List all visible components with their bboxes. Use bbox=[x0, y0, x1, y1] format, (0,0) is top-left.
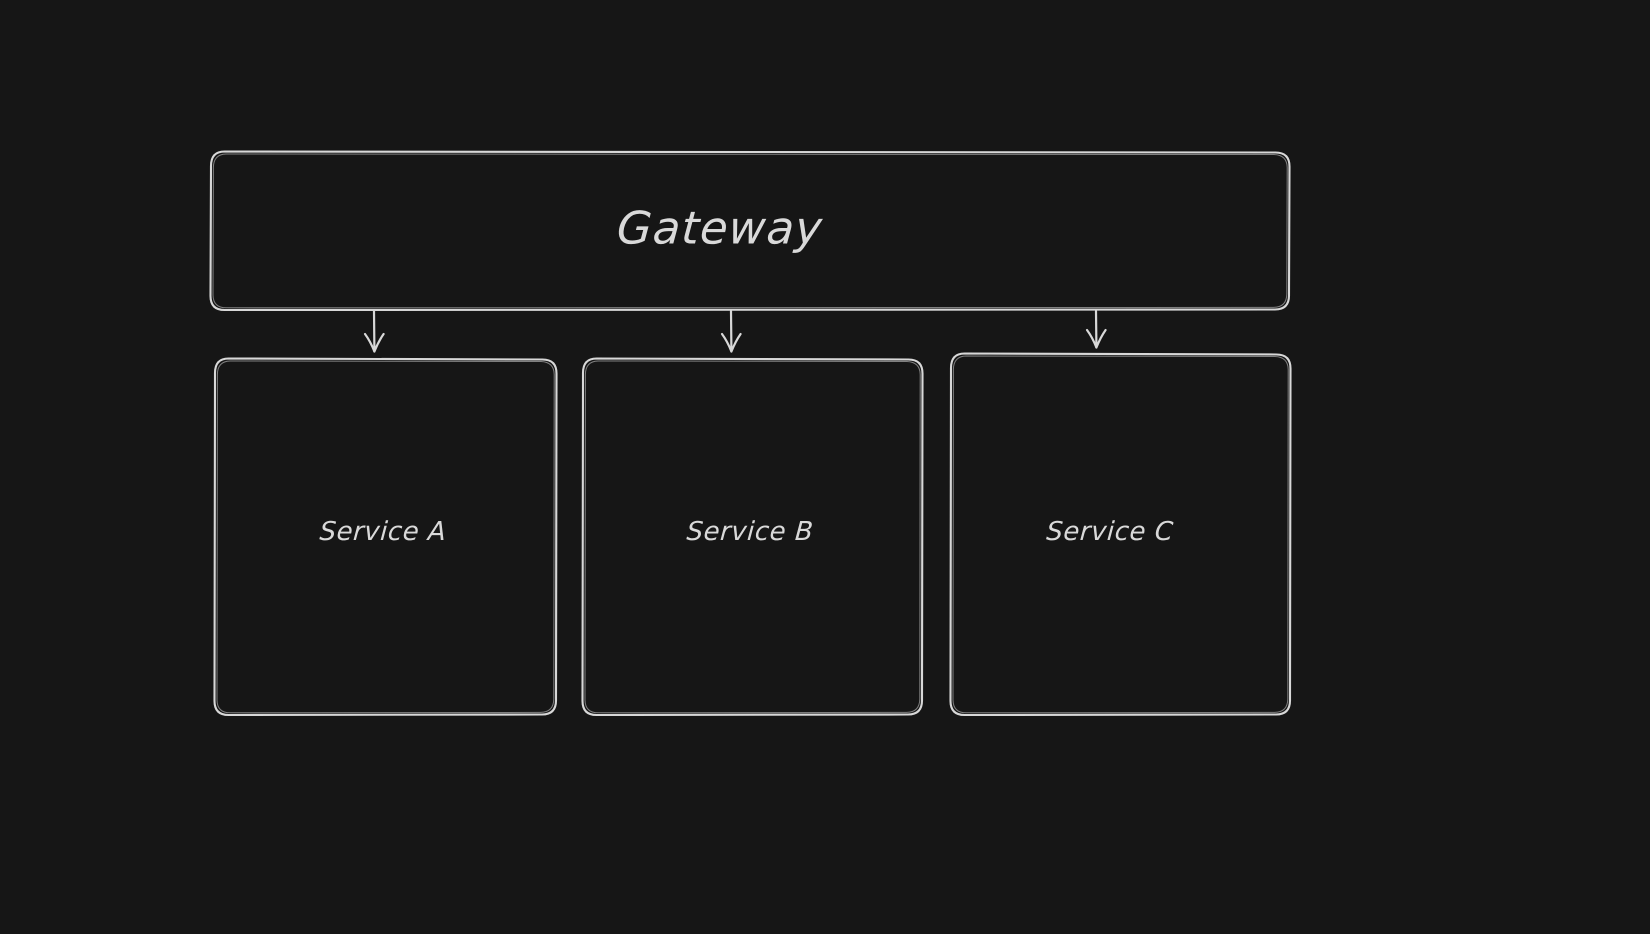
node-shape-service-c[interactable] bbox=[949, 352, 1292, 717]
node-shape-service-a[interactable] bbox=[213, 357, 558, 717]
edge-gateway-to-service-c[interactable] bbox=[1085, 309, 1107, 349]
node-shape-gateway[interactable] bbox=[209, 150, 1291, 312]
edge-gateway-to-service-b[interactable] bbox=[720, 309, 742, 353]
edge-gateway-to-service-a[interactable] bbox=[363, 309, 385, 353]
node-shape-service-b[interactable] bbox=[581, 357, 924, 717]
